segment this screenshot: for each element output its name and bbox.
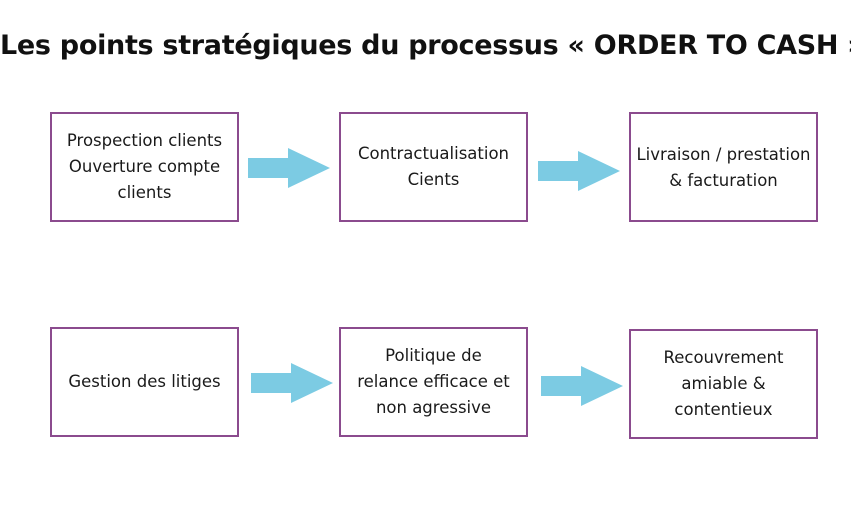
step-box-litiges: Gestion des litiges <box>50 327 239 437</box>
right-arrow-icon <box>248 148 330 188</box>
step-line: & facturation <box>669 171 778 190</box>
right-arrow-icon <box>251 363 333 403</box>
step-line: non agressive <box>375 398 492 417</box>
right-arrow-icon <box>541 366 623 406</box>
step-line: Livraison / prestation <box>636 145 811 164</box>
step-line: Ouverture compte <box>68 157 221 176</box>
step-line: amiable & <box>681 374 766 393</box>
step-box-contractualisation: Contractualisation Cients <box>339 112 528 222</box>
step-box-relance: Politique de relance efficace et non agr… <box>339 327 528 437</box>
step-line: clients <box>117 183 172 202</box>
step-box-recouvrement: Recouvrement amiable & contentieux <box>629 329 818 439</box>
step-line: Cients <box>407 170 460 189</box>
right-arrow-icon <box>538 151 620 191</box>
step-line: Contractualisation <box>357 144 510 163</box>
step-line: Recouvrement <box>663 348 784 367</box>
step-line: Gestion des litiges <box>68 372 221 391</box>
page-title: Les points stratégiques du processus « O… <box>0 30 851 61</box>
step-line: Politique de <box>385 346 482 365</box>
step-box-prospection: Prospection clients Ouverture compte cli… <box>50 112 239 222</box>
step-line: relance efficace et <box>357 372 510 391</box>
step-box-livraison: Livraison / prestation & facturation <box>629 112 818 222</box>
step-line: contentieux <box>674 400 773 419</box>
step-line: Prospection clients <box>66 131 223 150</box>
